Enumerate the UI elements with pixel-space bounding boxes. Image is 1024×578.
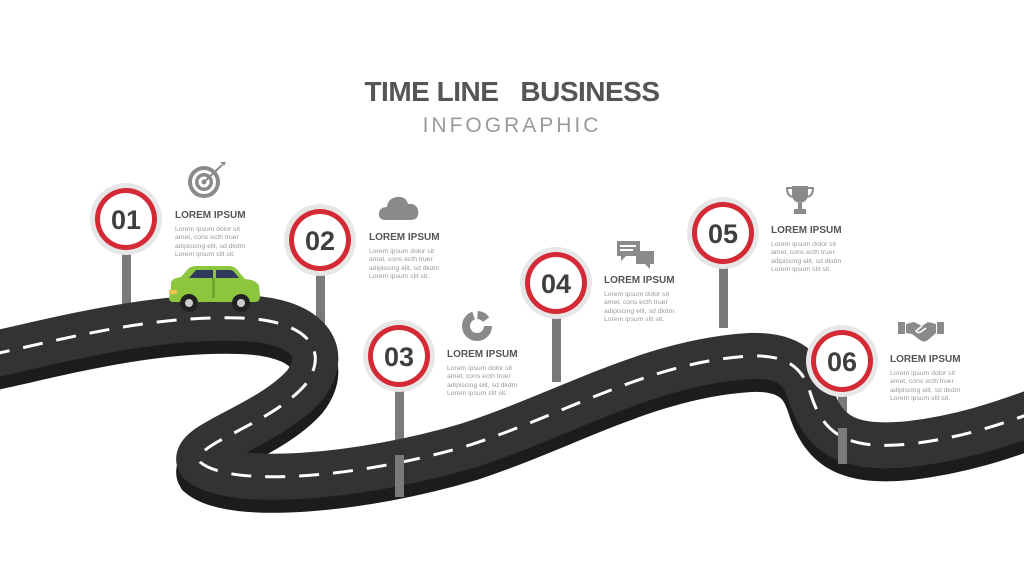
page-title: TIME LINE BUSINESS (0, 76, 1024, 108)
step-01-text: LOREM IPSUM Lorem ipsum dolor sit amet, … (175, 210, 261, 260)
chat-bubbles-icon (617, 241, 654, 269)
sign-02: 02 (284, 204, 356, 276)
step-description: Lorem ipsum dolor sit amet, cons ecth tr… (447, 365, 518, 398)
sign-04: 04 (520, 247, 592, 319)
step-heading: LOREM IPSUM (447, 349, 518, 360)
step-05-text: LOREM IPSUM Lorem ipsum dolor sit amet, … (771, 225, 857, 275)
sign-number: 03 (384, 342, 414, 372)
sign-03: 03 (363, 320, 435, 392)
step-04-text: LOREM IPSUM Lorem ipsum dolor sit amet, … (604, 275, 690, 325)
pole-04 (552, 310, 561, 382)
step-02-text: LOREM IPSUM Lorem ipsum dolor sit amet, … (369, 232, 455, 282)
step-description: Lorem ipsum dolor sit amet, cons ecth tr… (604, 291, 675, 324)
sign-05: 05 (687, 197, 759, 269)
sign-number: 02 (305, 226, 335, 256)
title-left: TIME LINE (364, 76, 499, 107)
pole-01 (122, 248, 131, 316)
target-icon (188, 162, 226, 198)
sign-01: 01 (90, 183, 162, 255)
pole-05 (719, 262, 728, 328)
sign-number: 01 (111, 205, 141, 235)
trophy-icon (786, 186, 814, 214)
step-description: Lorem ipsum dolor sit amet, cons ecth tr… (890, 370, 961, 403)
step-heading: LOREM IPSUM (890, 354, 961, 365)
step-description: Lorem ipsum dolor sit amet, cons ecth tr… (771, 241, 842, 274)
step-description: Lorem ipsum dolor sit amet, cons ecth tr… (175, 226, 246, 259)
step-heading: LOREM IPSUM (369, 232, 440, 243)
step-06-text: LOREM IPSUM Lorem ipsum dolor sit amet, … (890, 354, 976, 404)
sign-number: 04 (541, 269, 571, 299)
handshake-icon (898, 322, 944, 342)
car (169, 266, 260, 312)
sign-number: 05 (708, 219, 738, 249)
donut-chart-icon (462, 311, 492, 341)
step-heading: LOREM IPSUM (604, 275, 675, 286)
sign-number: 06 (827, 347, 857, 377)
pole-02 (316, 268, 325, 332)
step-description: Lorem ipsum dolor sit amet, cons ecth tr… (369, 248, 440, 281)
page-subtitle: INFOGRAPHIC (422, 114, 602, 137)
sign-06: 06 (806, 325, 878, 397)
cloud-icon (378, 196, 419, 220)
step-heading: LOREM IPSUM (771, 225, 842, 236)
title-right: BUSINESS (520, 76, 660, 107)
step-03-text: LOREM IPSUM Lorem ipsum dolor sit amet, … (447, 349, 533, 399)
step-heading: LOREM IPSUM (175, 210, 246, 221)
